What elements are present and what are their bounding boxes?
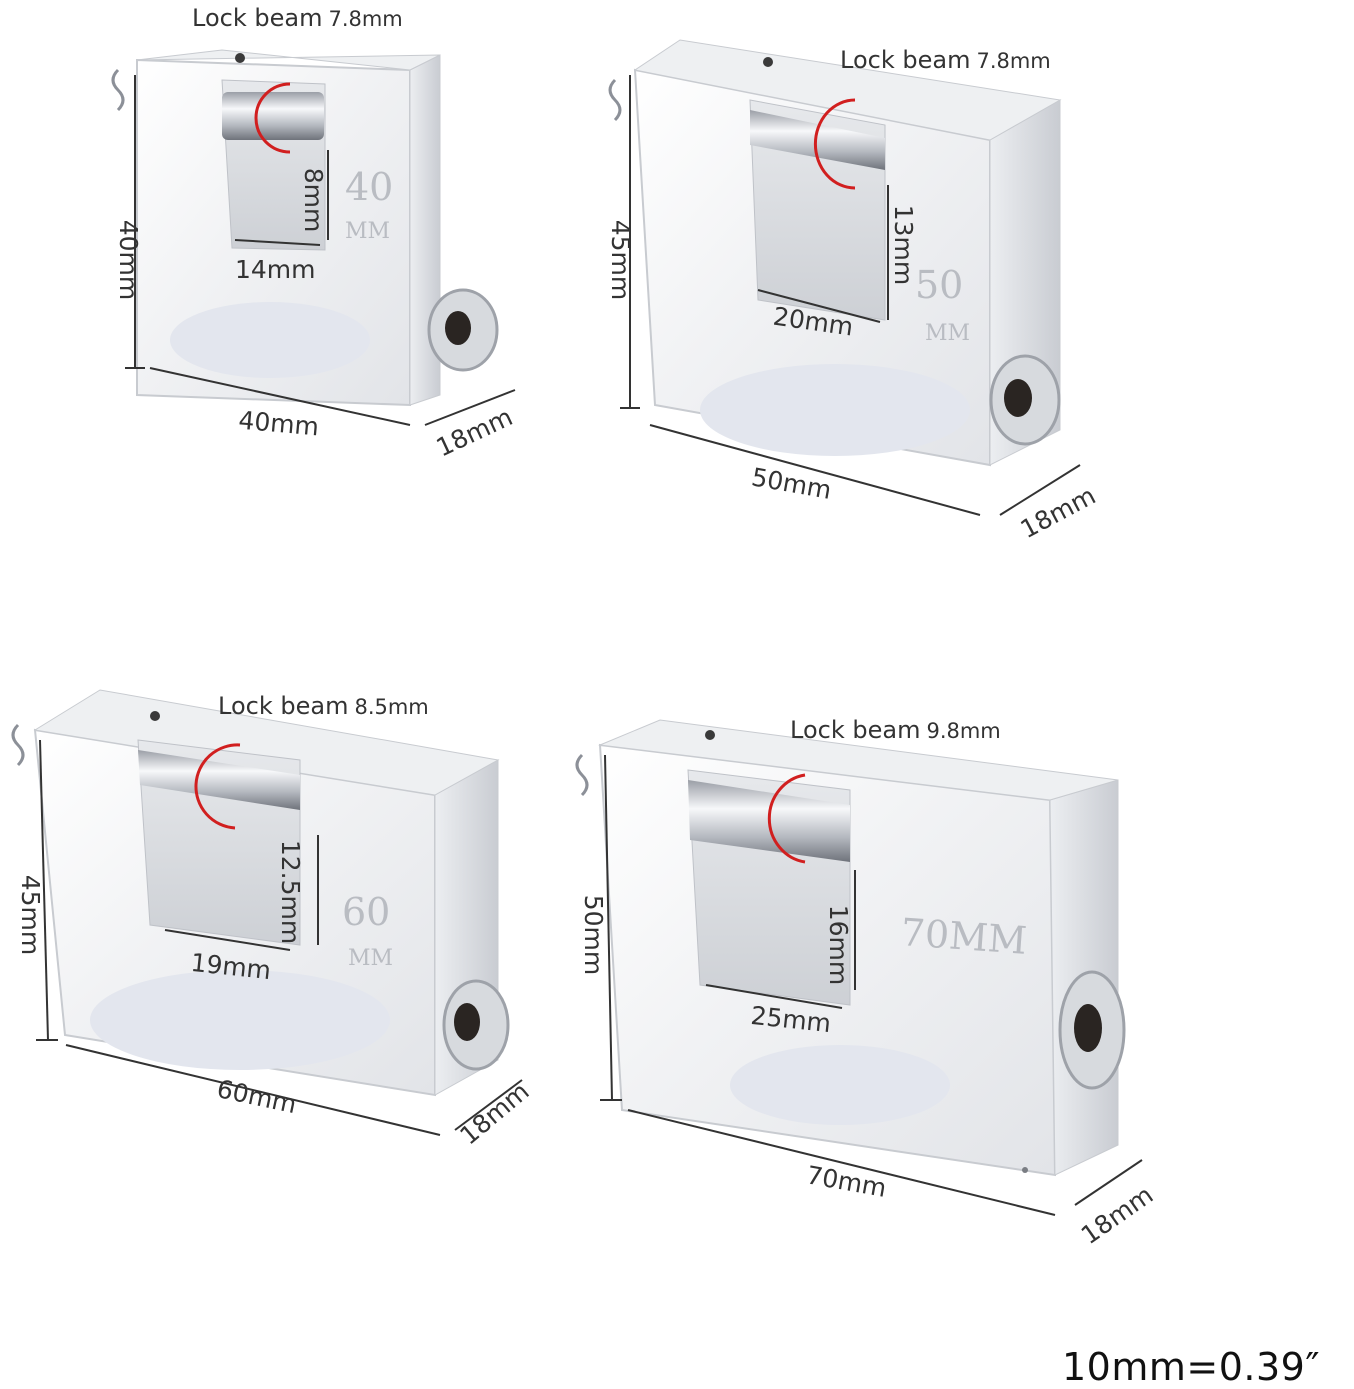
opening-height-label: 13mm: [889, 205, 918, 286]
depth-label: 18mm: [454, 1076, 534, 1150]
height-label: 40mm: [114, 220, 143, 301]
depth-dimension-line: [999, 464, 1081, 516]
opening-height-label: 12.5mm: [276, 840, 305, 944]
size-marking: 70MM: [899, 910, 1028, 963]
unit-conversion-note: 10mm=0.39″: [1062, 1345, 1321, 1389]
depth-dimension-line: [1074, 1159, 1143, 1206]
width-label: 70mm: [804, 1160, 888, 1203]
height-label: 45mm: [606, 220, 635, 301]
lock-beam-highlight: [254, 82, 291, 154]
height-dimension-line: [39, 739, 49, 1041]
width-label: 50mm: [749, 462, 833, 505]
depth-label: 18mm: [432, 402, 517, 462]
width-dimension-line: [627, 1109, 1056, 1216]
height-label: 45mm: [16, 875, 45, 956]
opening-width-line: [164, 929, 291, 951]
width-label: 60mm: [214, 1074, 299, 1119]
opening-height-label: 8mm: [299, 168, 328, 233]
depth-dimension-line: [454, 1079, 523, 1131]
width-dimension-line: [65, 1044, 441, 1136]
lock-beam-highlight: [767, 773, 806, 864]
padlock-body: [575, 719, 1126, 1177]
width-dimension-line: [649, 424, 981, 516]
size-marking: 40: [345, 165, 393, 209]
padlock-body: [11, 689, 510, 1097]
opening-width-line: [705, 984, 843, 1009]
size-marking: 50: [915, 263, 963, 307]
depth-label: 18mm: [1016, 481, 1101, 544]
lock-beam-highlight: [194, 743, 241, 830]
opening-width-label: 14mm: [235, 255, 316, 284]
height-label: 50mm: [579, 895, 608, 976]
size-marking: 60: [342, 890, 390, 934]
depth-dimension-line: [424, 389, 516, 426]
opening-width-line: [234, 239, 321, 246]
height-dimension-line: [604, 754, 613, 1101]
lock-beam-highlight: [813, 98, 856, 190]
size-marking-unit: MM: [348, 946, 393, 971]
opening-height-label: 16mm: [824, 905, 853, 986]
padlock-body: [111, 49, 499, 407]
opening-width-line: [757, 289, 881, 323]
size-marking-unit: MM: [345, 219, 390, 244]
depth-label: 18mm: [1076, 1180, 1159, 1250]
size-marking-unit: MM: [925, 321, 970, 346]
padlock-body: [608, 39, 1062, 467]
width-dimension-line: [149, 367, 411, 426]
width-label: 40mm: [237, 406, 320, 442]
